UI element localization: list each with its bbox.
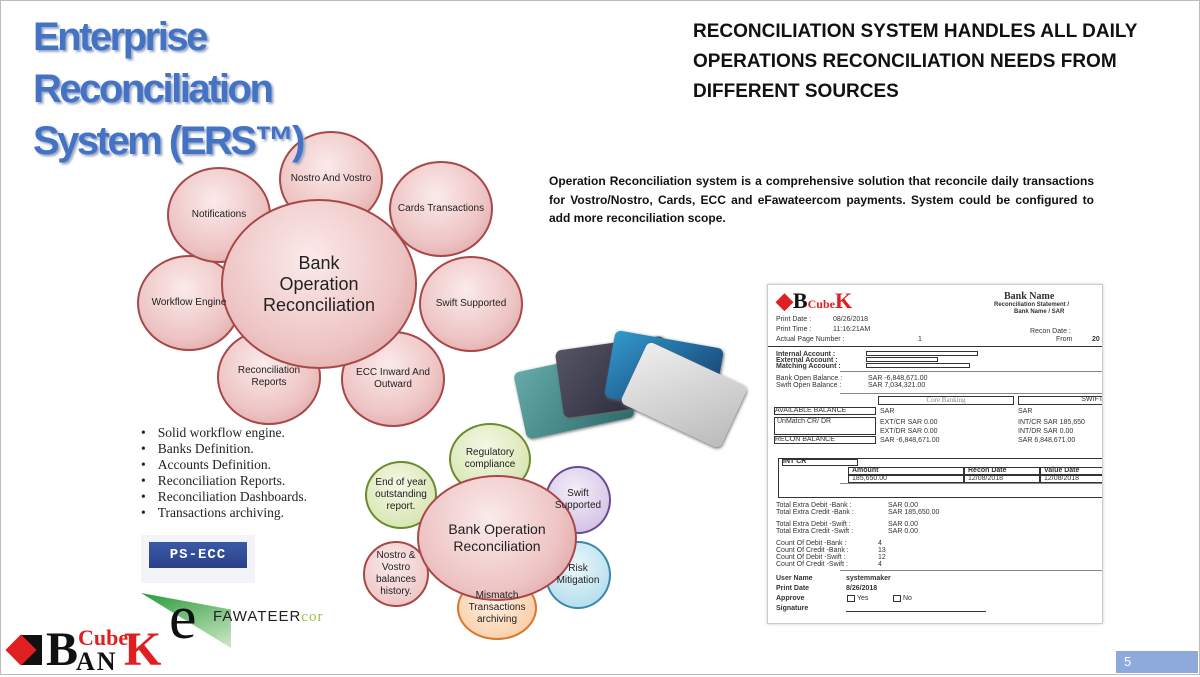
node-label: Swift Supported <box>435 298 507 309</box>
ps-ecc-logo: PS-ECC <box>141 535 255 583</box>
node-center: Bank Operation Reconciliation <box>417 475 577 601</box>
list-item: Banks Definition. <box>141 441 307 457</box>
slide-title: Enterprise Reconciliation System (ERS™) <box>33 15 305 163</box>
node-swift: Swift Supported <box>419 256 523 352</box>
node-nostro-history: Nostro & Vostro balances history. <box>363 541 429 607</box>
reconciliation-statement-image: ◆BCubeK Bank Name Reconciliation Stateme… <box>767 284 1103 624</box>
node-label: Bank Operation Reconciliation <box>262 252 376 315</box>
credit-cards-image <box>513 329 749 450</box>
node-label: Bank Operation Reconciliation <box>448 521 546 554</box>
bcube-logo: ◆BCubeK <box>776 288 853 313</box>
node-label: Risk Mitigation <box>556 563 600 586</box>
list-item: Reconciliation Dashboards. <box>141 489 307 505</box>
bcube-bank-logo: B Cube AN K <box>5 625 171 676</box>
node-center: Bank Operation Reconciliation <box>221 199 417 369</box>
node-label: Reconciliation Reports <box>237 365 301 388</box>
node-label: Workflow Engine <box>151 297 227 308</box>
node-label: Regulatory compliance <box>464 447 516 470</box>
node-label: Notifications <box>191 209 247 220</box>
node-ecc: ECC Inward And Outward <box>341 331 445 427</box>
node-label: Nostro And Vostro <box>290 173 372 184</box>
node-cards: Cards Transactions <box>389 161 493 257</box>
description: Operation Reconciliation system is a com… <box>549 174 1094 225</box>
slide-heading: RECONCILIATION SYSTEM HANDLES ALL DAILY … <box>693 21 1138 102</box>
list-item: Solid workflow engine. <box>141 425 307 441</box>
node-label: Nostro & Vostro balances history. <box>375 550 417 597</box>
efawateercom-logo: e FAWATEERcor <box>141 584 371 661</box>
list-item: Transactions archiving. <box>141 505 307 521</box>
node-label: End of year outstanding report. <box>375 477 427 512</box>
node-label: Mismatch Transactions archiving <box>468 590 526 625</box>
feature-list: Solid workflow engine. Banks Definition.… <box>141 425 307 521</box>
page-number: 5 <box>1116 651 1198 673</box>
node-label: Cards Transactions <box>397 203 485 214</box>
list-item: Accounts Definition. <box>141 457 307 473</box>
list-item: Reconciliation Reports. <box>141 473 307 489</box>
node-label: ECC Inward And Outward <box>356 367 430 390</box>
node-label: Swift Supported <box>554 488 602 511</box>
